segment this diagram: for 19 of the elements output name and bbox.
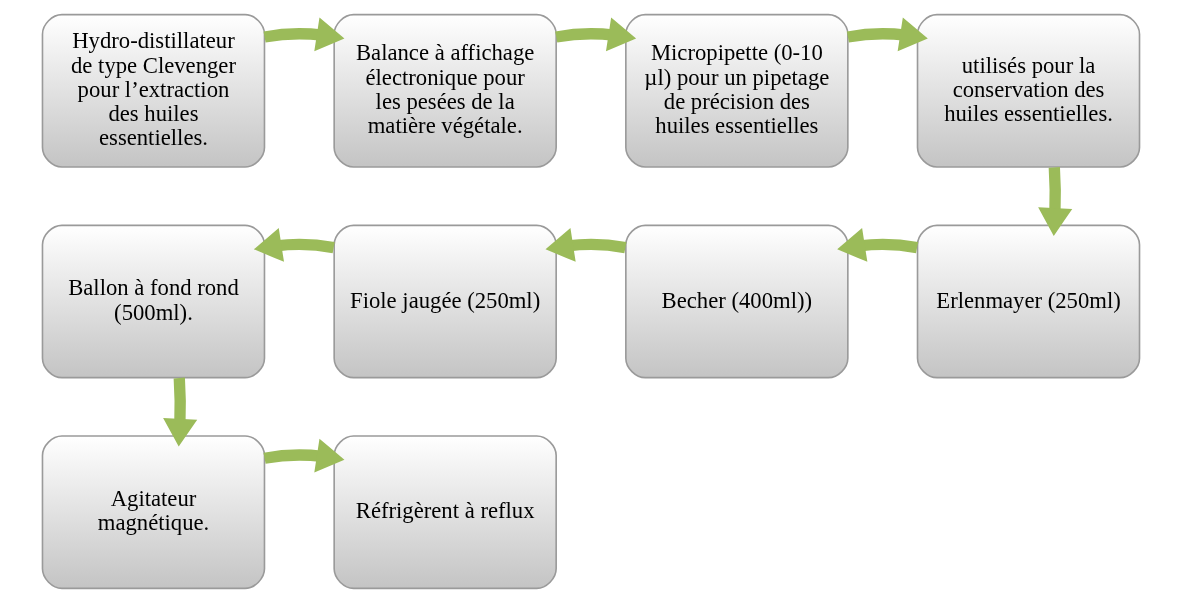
arrow [545,228,626,262]
node-box: Erlenmayer (250ml) [916,224,1140,379]
arrow [1037,167,1072,236]
arrow [846,17,928,52]
arrow [263,17,344,52]
node-box: Micropipette (0-10 µl) pour un pipetage de précision des huiles essentielles [624,13,849,168]
node-box: Réfrigèrent à reflux [332,435,557,590]
arrow [253,228,335,262]
node-box: Fiole jaugée (250ml) [332,224,557,379]
node-box: Becher (400ml)) [624,224,849,379]
node-box: utilisés pour la conservation des huiles essentielles. [916,13,1140,168]
node-box: Balance à affichage électronique pour les pesées de la matière végétale. [332,13,557,168]
node-box: Agitateur magnétique. [41,435,265,590]
arrow [263,438,344,473]
node-box: Ballon à fond rond (500ml). [41,224,265,379]
node-box: Hydro-distillateur de type Clevenger pour l’extraction des huiles essentielles. [41,13,265,168]
arrow [554,17,636,52]
arrow [836,228,918,262]
arrow [162,377,197,447]
